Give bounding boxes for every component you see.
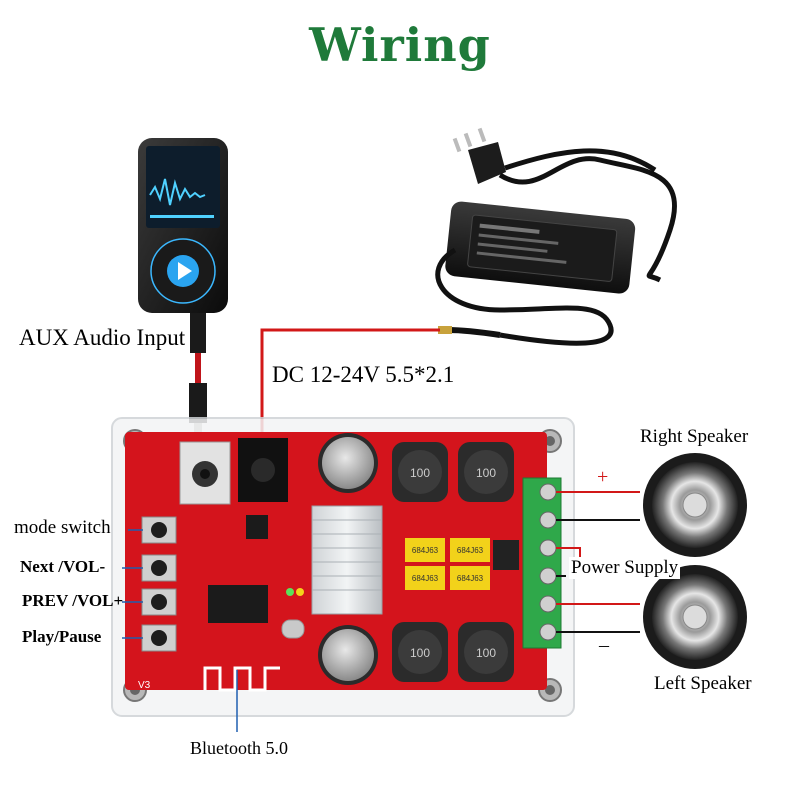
svg-text:684J63: 684J63 xyxy=(412,546,439,555)
svg-text:684J63: 684J63 xyxy=(457,546,484,555)
inductor: 100 xyxy=(392,622,448,682)
svg-text:100: 100 xyxy=(410,646,430,660)
aux-input-label: AUX Audio Input xyxy=(19,325,186,350)
inductor: 100 xyxy=(392,442,448,502)
left-speaker xyxy=(643,565,747,669)
tact-button xyxy=(141,554,177,582)
button-label-next-vol-down: Next /VOL- xyxy=(20,557,106,576)
left-speaker-label: Left Speaker xyxy=(654,673,752,694)
aux-cable xyxy=(189,313,207,441)
inductor: 100 xyxy=(458,442,514,502)
power-supply-label: Power Supply xyxy=(569,557,681,579)
svg-text:684J63: 684J63 xyxy=(457,574,484,583)
svg-text:684J63: 684J63 xyxy=(412,574,439,583)
svg-text:100: 100 xyxy=(476,466,496,480)
plus-sign: + xyxy=(597,466,609,488)
right-speaker-label: Right Speaker xyxy=(640,426,749,447)
tact-button xyxy=(141,516,177,544)
bluetooth-label: Bluetooth 5.0 xyxy=(190,738,288,758)
film-capacitors: 684J63 684J63 684J63 684J63 xyxy=(405,538,490,590)
tact-button xyxy=(141,624,177,652)
leader-lines xyxy=(122,529,238,732)
svg-text:100: 100 xyxy=(476,646,496,660)
page-title: Wiring xyxy=(309,18,491,72)
button-label-play-pause: Play/Pause xyxy=(22,627,102,646)
svg-text:V3: V3 xyxy=(138,680,151,691)
tact-button xyxy=(141,588,177,616)
svg-text:100: 100 xyxy=(410,466,430,480)
amplifier-board: 100 100 100 100 684J63 684J63 684J63 684… xyxy=(125,432,562,692)
power-adapter xyxy=(435,127,678,346)
minus-sign: – xyxy=(599,634,609,656)
inductor: 100 xyxy=(458,622,514,682)
button-label-mode-switch: mode switch xyxy=(14,517,111,538)
terminal-block xyxy=(522,477,562,649)
right-speaker xyxy=(643,453,747,557)
dc-wire xyxy=(260,328,440,440)
button-label-prev-vol-up: PREV /VOL+ xyxy=(22,591,124,610)
audio-player xyxy=(138,138,228,313)
dc-input-label: DC 12-24V 5.5*2.1 xyxy=(272,362,455,387)
